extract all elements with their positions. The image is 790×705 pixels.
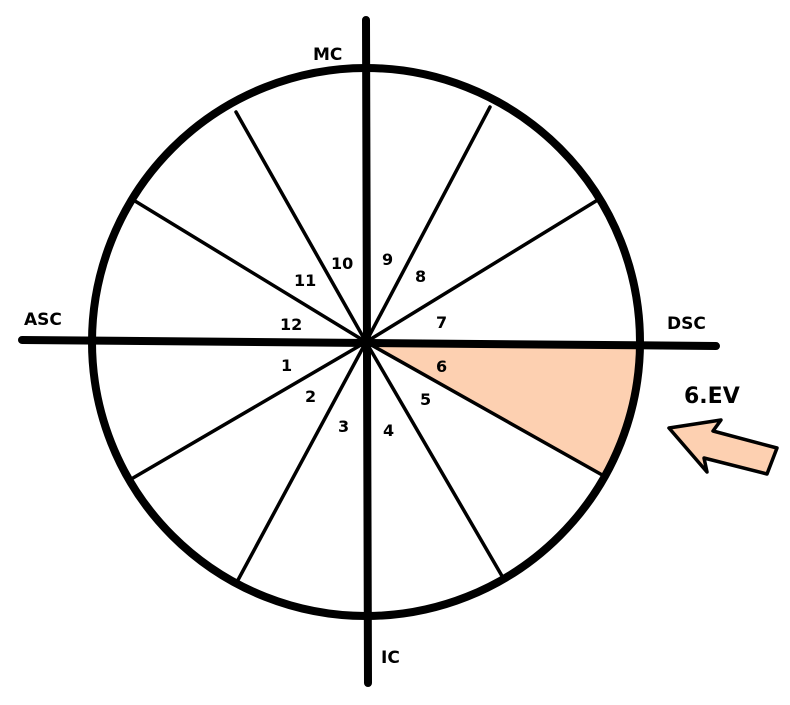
- house-number-7: 7: [436, 313, 447, 332]
- callout-arrow-icon: [667, 418, 779, 476]
- spoke-2: [364, 199, 598, 344]
- house-number-8: 8: [415, 267, 426, 286]
- house-number-12: 12: [280, 315, 302, 334]
- main-axes: [18, 16, 720, 687]
- house-6-highlight-sector: [366, 342, 638, 476]
- spoke-8: [236, 340, 368, 582]
- house-number-11: 11: [294, 271, 316, 290]
- spoke-4: [364, 340, 504, 578]
- callout-label: 6.EV: [684, 384, 740, 409]
- spoke-1: [364, 105, 492, 344]
- house-number-3: 3: [338, 417, 349, 436]
- dsc-label: DSC: [667, 314, 706, 334]
- spoke-7: [131, 340, 368, 480]
- house-numbers: 1 2 3 4 5 6 7 8 9 10 11 12: [280, 250, 447, 440]
- house-number-10: 10: [331, 254, 353, 273]
- mc-ic-axis: [362, 16, 372, 687]
- asc-dsc-axis: [18, 336, 720, 350]
- spoke-3: [364, 340, 606, 478]
- ic-label: IC: [381, 648, 400, 668]
- house-number-9: 9: [382, 250, 393, 269]
- asc-label: ASC: [24, 310, 62, 330]
- spoke-5: [234, 110, 368, 344]
- mc-label: MC: [313, 45, 342, 65]
- spoke-6: [133, 199, 368, 344]
- house-number-6: 6: [436, 357, 447, 376]
- house-number-5: 5: [420, 390, 431, 409]
- house-number-4: 4: [383, 421, 394, 440]
- house-number-1: 1: [281, 356, 292, 375]
- house-number-2: 2: [305, 387, 316, 406]
